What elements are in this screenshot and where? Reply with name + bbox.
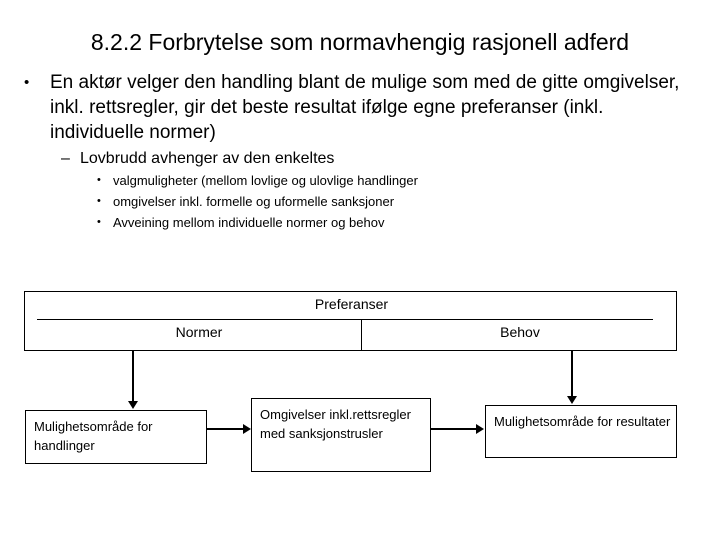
bullet-marker-level3: • [97, 195, 101, 207]
preferanser-horizontal-rule [37, 319, 653, 320]
bullet-level3-text: Avveining mellom individuelle normer og … [113, 215, 385, 230]
arrow-behov-to-resultater [571, 351, 573, 397]
preferanser-vertical-divider [361, 319, 362, 351]
page-title: 8.2.2 Forbrytelse som normavhengig rasjo… [90, 29, 630, 55]
arrow-normer-to-handlinger [132, 351, 134, 402]
bullet-level2: – Lovbrudd avhenger av den enkeltes [0, 147, 720, 170]
bullet-level3-item: • Avveining mellom individuelle normer o… [0, 212, 720, 233]
preferanser-title: Preferanser [314, 296, 389, 312]
preferanser-cell-behov: Behov [500, 324, 540, 340]
arrow-handlinger-to-omgivelser [207, 428, 245, 430]
bullet-level3-text: valgmuligheter (mellom lovlige og ulovli… [113, 173, 418, 188]
bullet-marker-level3: • [97, 174, 101, 186]
arrowhead-down-icon [567, 396, 577, 404]
bullet-level3-text: omgivelser inkl. formelle og uformelle s… [113, 194, 395, 209]
arrowhead-right-icon [476, 424, 484, 434]
arrowhead-down-icon [128, 401, 138, 409]
bullet-level1-text: En aktør velger den handling blant de mu… [50, 72, 680, 143]
arrow-omgivelser-to-resultater [431, 428, 478, 430]
bullet-marker-level3: • [97, 216, 101, 228]
bullet-marker-level2: – [61, 150, 70, 167]
box-omgivelser-rettsregler: Omgivelser inkl.rettsregler med sanksjon… [251, 398, 431, 472]
bullet-level1: • En aktør velger den handling blant de … [0, 70, 690, 145]
box-mulighetsomrade-resultater: Mulighetsområde for resultater [485, 405, 677, 458]
preferanser-cell-normer: Normer [175, 324, 223, 340]
box-mulighetsomrade-handlinger: Mulighetsområde for handlinger [25, 410, 207, 464]
bullet-level3-item: • omgivelser inkl. formelle og uformelle… [0, 191, 720, 212]
bullet-marker-level1: • [24, 74, 30, 91]
bullet-level2-text: Lovbrudd avhenger av den enkeltes [80, 150, 335, 167]
bullet-level3-item: • valgmuligheter (mellom lovlige og ulov… [0, 170, 720, 191]
bullet-list: • En aktør velger den handling blant de … [0, 70, 720, 233]
preferanser-box: Preferanser Normer Behov [24, 291, 677, 351]
arrowhead-right-icon [243, 424, 251, 434]
